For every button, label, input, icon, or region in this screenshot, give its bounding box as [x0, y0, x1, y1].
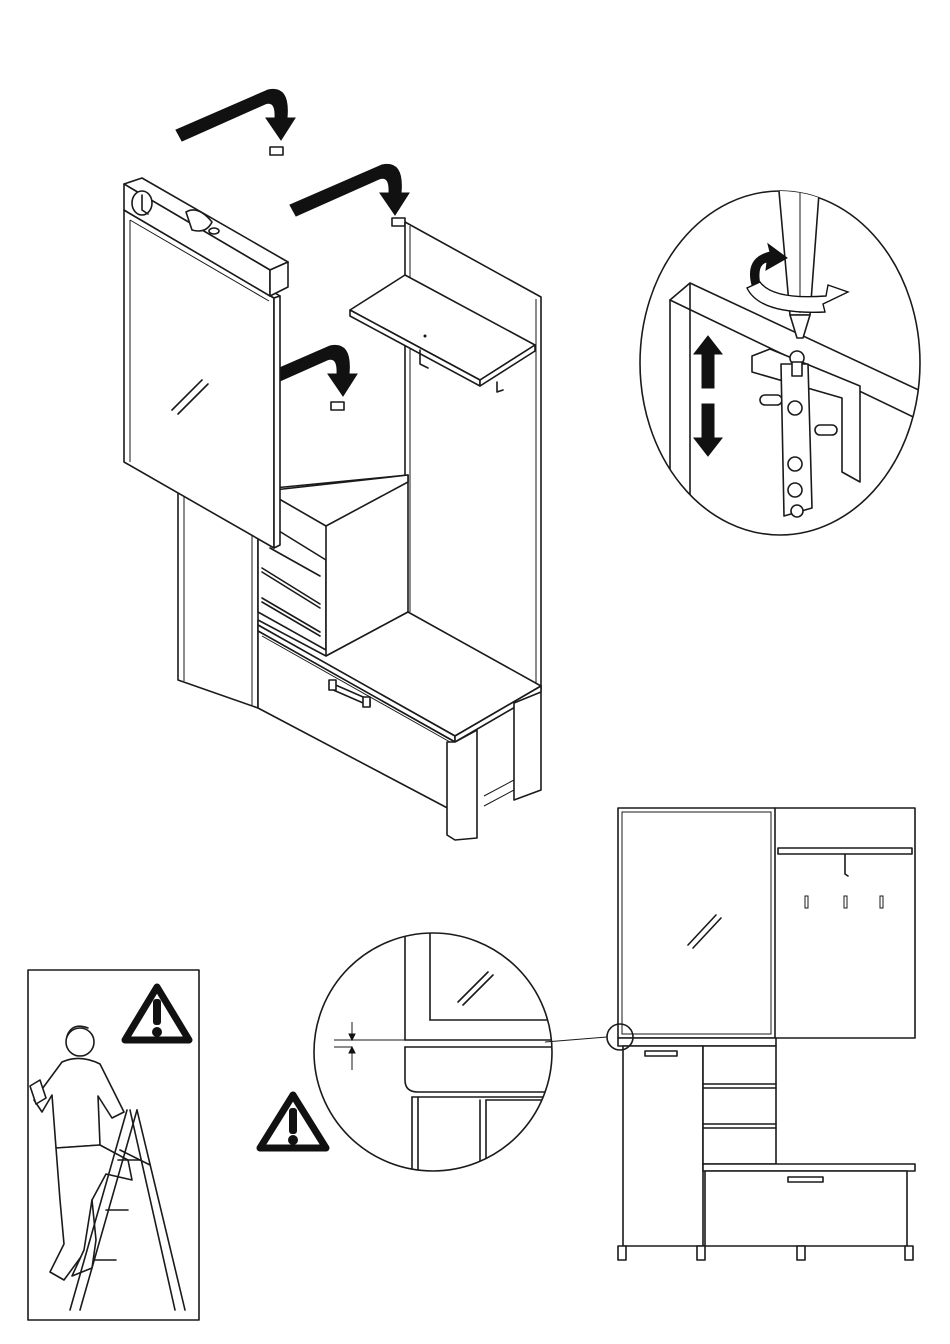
adjust-height-icon: [694, 336, 722, 456]
wall-bracket-2: [392, 218, 405, 226]
warning-gap-icon: [260, 1095, 326, 1148]
mount-arrow-middle: [290, 164, 409, 216]
wall-bracket-1: [270, 147, 283, 155]
mount-arrow-top: [176, 89, 295, 141]
wall-bracket-3: [331, 402, 344, 410]
main-assembly: [124, 89, 541, 840]
detail-gap: [314, 920, 560, 1180]
person-on-ladder: [30, 1026, 185, 1310]
detail-bracket: [640, 180, 940, 560]
front-view: [545, 808, 915, 1260]
safety-ladder: [28, 970, 199, 1320]
warning-ladder-icon: [125, 987, 189, 1040]
